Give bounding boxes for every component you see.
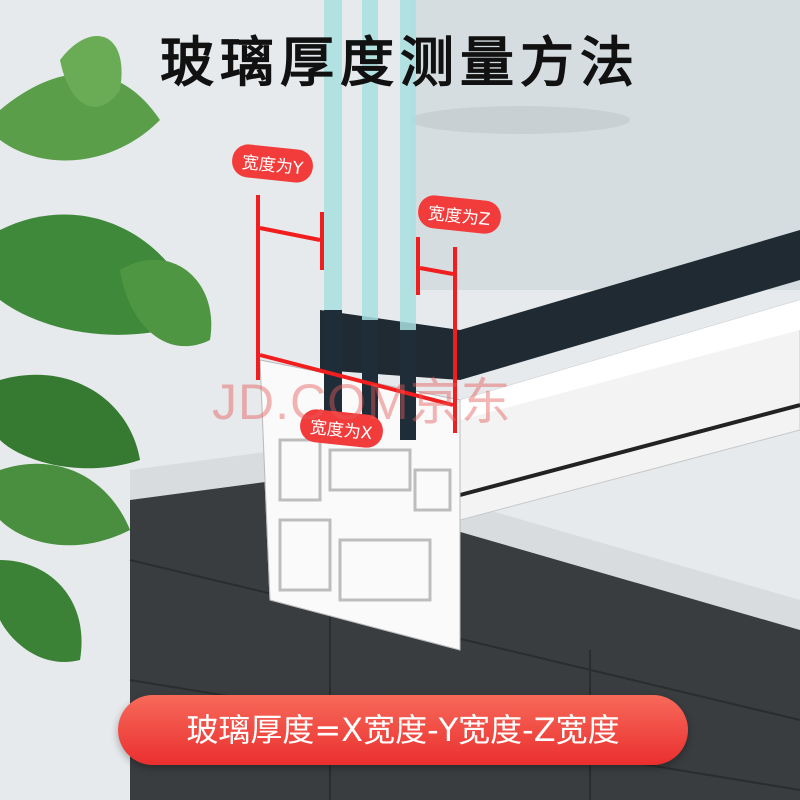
- page-title: 玻璃厚度测量方法: [160, 31, 640, 94]
- x-line: [259, 353, 454, 407]
- measurement-lines: [256, 195, 457, 433]
- plant-leaves: [0, 36, 212, 662]
- glass-spacer: [320, 230, 800, 380]
- z-line: [419, 266, 454, 276]
- window-view: [410, 0, 800, 290]
- frame-seal-line: [459, 403, 800, 497]
- watermark: JD.COM京东: [212, 374, 512, 430]
- formula-banner: 玻璃厚度=X宽度-Y宽度-Z宽度: [118, 695, 688, 765]
- frame-top-face: [460, 300, 800, 420]
- glass-panes: [324, 0, 416, 440]
- profile-chambers: [278, 438, 452, 602]
- y-line: [259, 226, 321, 242]
- table-top: [410, 106, 630, 134]
- wall-top: [130, 450, 800, 630]
